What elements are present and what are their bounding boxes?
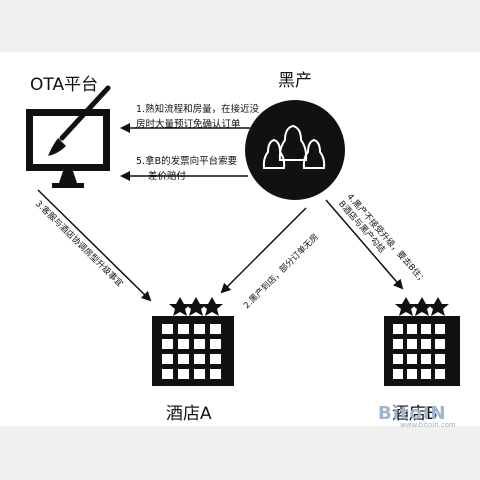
diagram-panel: OTA平台 黑产 酒店A 酒店B 1.熟知流程和房量，在接近没 房时大量预订免确… (0, 52, 480, 426)
step5-line2: 差价赔付 (148, 171, 187, 182)
diagram-canvas (26, 85, 460, 386)
watermark: BitoIN www.bitoin.com (378, 403, 456, 429)
black-market-title: 黑产 (278, 71, 312, 91)
step1-line1: 1.熟知流程和房量，在接近没 (136, 104, 260, 115)
hotel-a-building-icon (152, 297, 234, 386)
step1-note: 1.熟知流程和房量，在接近没 房时大量预订免确认订单 (136, 102, 259, 132)
step5-line1: 5.拿B的发票向平台索要 (136, 156, 238, 167)
arrow-step3 (37, 189, 152, 302)
monitor-icon (26, 109, 110, 188)
arrow-step4 (325, 199, 404, 290)
paintbrush-icon (48, 85, 111, 156)
hotel-b-title: 酒店B (392, 404, 438, 424)
ota-platform-title: OTA平台 (30, 75, 99, 95)
watermark-site: www.bitoin.com (400, 421, 456, 429)
step1-line2: 房时大量预订免确认订单 (136, 119, 241, 130)
step5-note: 5.拿B的发票向平台索要 差价赔付 (136, 154, 237, 184)
people-group-icon (245, 100, 345, 200)
arrow-step2 (220, 207, 307, 294)
hotel-b-building-icon (384, 297, 460, 386)
hotel-a-title: 酒店A (166, 404, 212, 424)
watermark-brand: BitoIN (378, 403, 447, 424)
